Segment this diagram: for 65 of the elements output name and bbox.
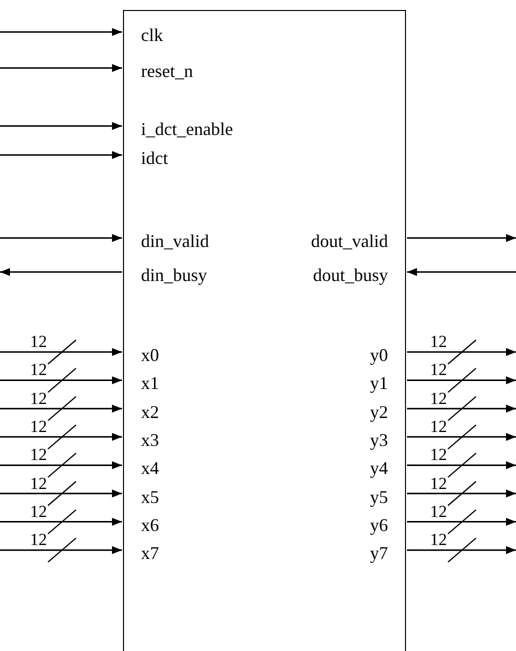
edge-label: 12 bbox=[30, 531, 47, 550]
pin-label: i_dct_enable bbox=[124, 117, 233, 141]
bus-arrow bbox=[0, 509, 122, 534]
arrow bbox=[0, 122, 122, 130]
edge-label: 12 bbox=[30, 390, 47, 408]
edge-label: 12 bbox=[430, 333, 447, 351]
bus-arrow bbox=[0, 424, 122, 450]
pin-label: idct bbox=[124, 146, 168, 170]
pin-label: din_valid bbox=[124, 229, 209, 253]
bus-arrow bbox=[0, 396, 122, 422]
pin-label: reset_n bbox=[124, 59, 193, 83]
edge-label: 12 bbox=[30, 446, 47, 464]
arrow bbox=[0, 28, 122, 36]
pin-label: x0 bbox=[124, 343, 159, 367]
edge-label: 12 bbox=[30, 474, 47, 492]
pin-label: y0 bbox=[370, 343, 405, 367]
pin-label: y2 bbox=[370, 400, 405, 424]
pin-label: x5 bbox=[124, 484, 159, 508]
edge-label: 12 bbox=[430, 390, 447, 408]
pin-label: clk bbox=[124, 23, 163, 47]
edge-label: 12 bbox=[430, 502, 447, 521]
bus-arrow bbox=[407, 509, 516, 534]
bus-arrow bbox=[0, 368, 122, 393]
edge-label: 12 bbox=[30, 333, 47, 351]
arrow bbox=[0, 234, 122, 242]
module-block bbox=[123, 10, 406, 651]
bus-arrow bbox=[407, 452, 516, 478]
pin-label: x2 bbox=[124, 400, 159, 424]
pin-label: x1 bbox=[124, 371, 159, 396]
pin-label: y5 bbox=[370, 484, 405, 508]
pin-label: dout_valid bbox=[311, 229, 405, 253]
bus-arrow bbox=[407, 481, 516, 506]
bus-arrow bbox=[0, 538, 122, 563]
bus-arrow bbox=[407, 424, 516, 450]
pin-label: x3 bbox=[124, 428, 159, 452]
bus-arrow bbox=[407, 396, 516, 422]
bus-arrow bbox=[407, 368, 516, 393]
bus-arrow bbox=[0, 481, 122, 506]
pin-label: din_busy bbox=[124, 263, 208, 287]
edge-label: 12 bbox=[430, 474, 447, 492]
bus-arrow bbox=[407, 340, 516, 364]
bus-arrow bbox=[0, 452, 122, 478]
pin-label: x7 bbox=[124, 541, 159, 566]
pin-label: y6 bbox=[370, 512, 405, 537]
arrow bbox=[407, 234, 516, 242]
edge-label: 12 bbox=[430, 418, 447, 436]
edge-label: 12 bbox=[30, 418, 47, 436]
edge-label: 12 bbox=[430, 531, 447, 550]
pin-label: y7 bbox=[370, 541, 405, 566]
pin-label: dout_busy bbox=[312, 263, 405, 287]
edge-label: 12 bbox=[30, 502, 47, 521]
arrow bbox=[0, 151, 122, 159]
pin-label: x6 bbox=[124, 512, 159, 537]
edge-label: 12 bbox=[430, 446, 447, 464]
pin-label: y1 bbox=[370, 371, 405, 396]
edge-label: 12 bbox=[430, 361, 447, 380]
edge-label: 12 bbox=[30, 361, 47, 380]
arrow bbox=[0, 64, 122, 72]
bus-arrow bbox=[407, 538, 516, 563]
pin-label: y3 bbox=[370, 428, 405, 452]
pin-label: x4 bbox=[124, 456, 159, 480]
bus-arrow bbox=[0, 340, 122, 364]
arrow bbox=[407, 268, 516, 276]
arrow bbox=[0, 268, 122, 276]
pin-label: y4 bbox=[370, 456, 405, 480]
